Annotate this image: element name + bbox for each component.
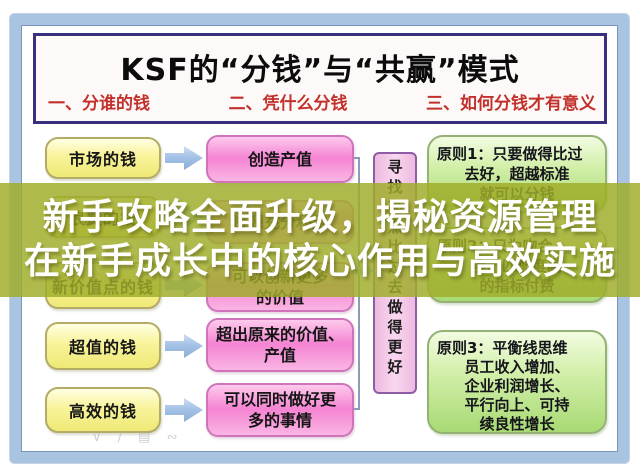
subtitle-row: 一、分谁的钱 二、凭什么分钱 三、如何分钱才有意义	[48, 89, 596, 114]
watermark-marks: ∨ ∕ ▤ ∾	[92, 430, 184, 445]
principle-line: 企业利润增长、	[464, 377, 570, 395]
page-title: KSF的“分钱”与“共赢”模式	[120, 53, 520, 88]
subtitle-who: 一、分谁的钱	[48, 94, 150, 114]
principle-line: 员工收入增加、	[464, 358, 570, 376]
overlay-text-line-2: 在新手成长中的核心作用与高效实施	[23, 241, 616, 282]
value-box-5: 可以同时做好更 多的事情	[206, 383, 354, 437]
principle-line: 原则1：只要做得比过	[437, 145, 583, 163]
value-label: 创造产值	[247, 149, 312, 169]
principle-line: 平行向上、可持	[464, 396, 570, 414]
subtitle-how: 三、如何分钱才有意义	[426, 94, 596, 114]
value-box-4: 超出原来的价值、 产值	[206, 318, 354, 372]
principle-box-3: 原则3：平衡线思维 员工收入增加、 企业利润增长、 平行向上、可持 续良性增长	[427, 330, 607, 434]
value-label: 可以同时做好更 多的事情	[223, 390, 336, 430]
principle-line: 续良性增长	[479, 415, 555, 433]
money-source-label: 市场的钱	[68, 150, 137, 169]
money-source-label: 超值的钱	[68, 338, 137, 357]
title-panel: KSF的“分钱”与“共赢”模式 一、分谁的钱 二、凭什么分钱 三、如何分钱才有意…	[33, 33, 607, 124]
overlay-banner: 新手攻略全面升级，揭秘资源管理 在新手成长中的核心作用与高效实施	[0, 183, 640, 297]
money-source-box-5: 高效的钱	[45, 387, 161, 433]
value-box-1: 创造产值	[206, 135, 354, 183]
connector-line-top	[354, 157, 359, 159]
subtitle-why: 二、凭什么分钱	[228, 94, 348, 114]
connector-line-bottom	[354, 408, 359, 410]
overlay-text-line-1: 新手攻略全面升级，揭秘资源管理	[42, 197, 598, 238]
money-source-box-1: 市场的钱	[45, 137, 161, 179]
money-source-box-4: 超值的钱	[45, 322, 161, 370]
principle-line: 原则3：平衡线思维	[437, 339, 568, 357]
money-source-label: 高效的钱	[68, 402, 137, 421]
principle-line: 去好，超越标准	[464, 165, 570, 183]
value-label: 超出原来的价值、 产值	[215, 325, 344, 365]
